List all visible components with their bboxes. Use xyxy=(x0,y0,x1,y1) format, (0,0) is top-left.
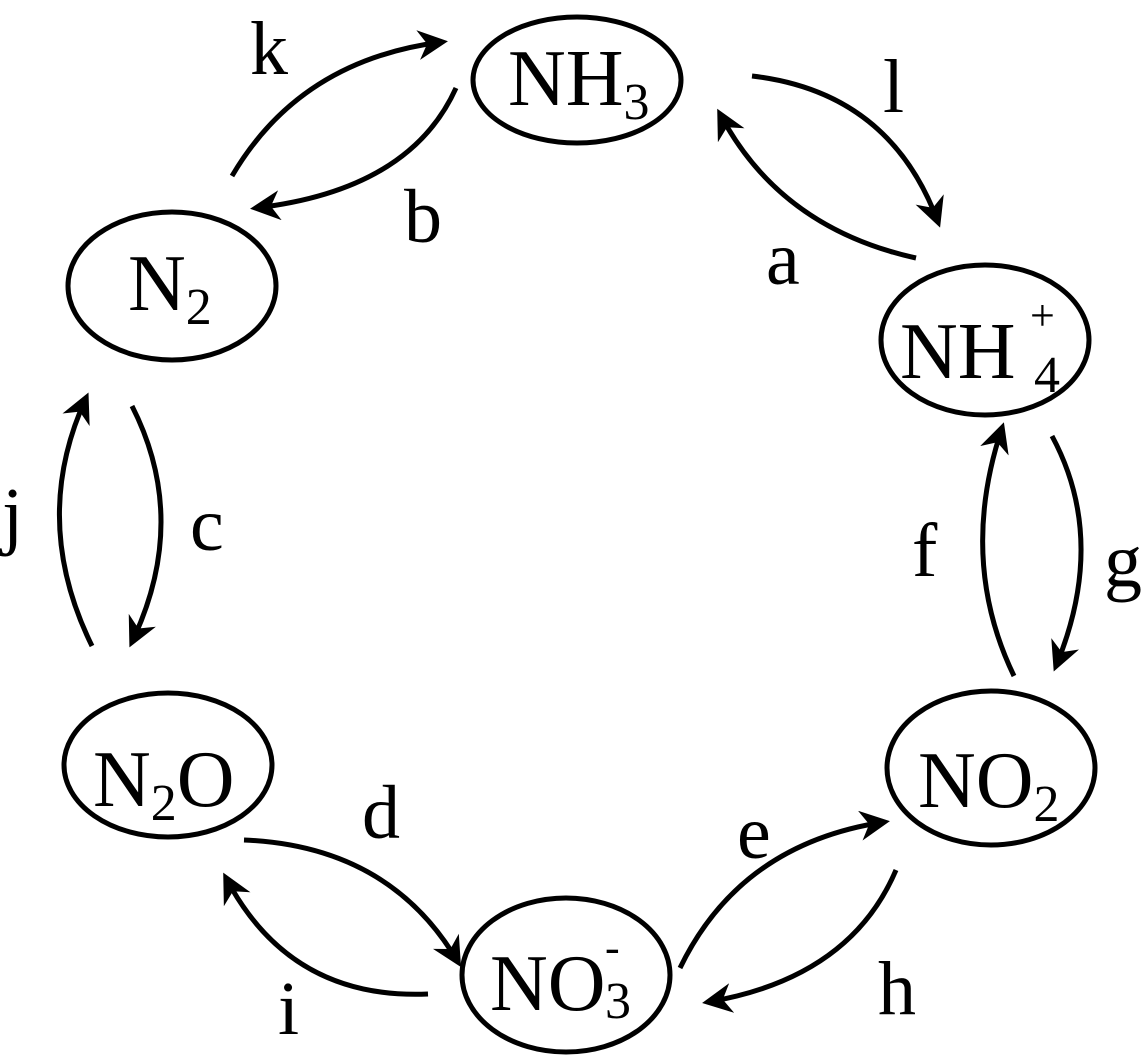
label-i: i xyxy=(278,967,299,1051)
node-n2-sub: 2 xyxy=(186,279,212,336)
svg-text:N2: N2 xyxy=(128,240,212,336)
label-f: f xyxy=(912,509,938,593)
node-no3-sub: 3 xyxy=(605,973,631,1030)
node-nh3-sub: 3 xyxy=(624,74,650,131)
node-n2o-sub: 2 xyxy=(151,775,177,832)
svg-text:NO2: NO2 xyxy=(918,737,1060,833)
arrow-i xyxy=(223,872,429,997)
node-nh4-sup: + xyxy=(1030,291,1055,340)
svg-text:NH3: NH3 xyxy=(508,35,650,131)
arrow-a xyxy=(717,108,917,261)
label-l: l xyxy=(883,45,904,129)
label-c: c xyxy=(190,483,224,567)
label-j: j xyxy=(0,473,23,557)
label-a: a xyxy=(766,217,800,301)
label-h: h xyxy=(878,947,916,1031)
node-nh3-base: NH xyxy=(508,35,624,123)
arrow-d xyxy=(243,837,462,968)
node-nh4-base: NH xyxy=(900,308,1016,396)
node-no3-base: NO xyxy=(490,940,606,1028)
node-nh4: NH + 4 xyxy=(878,262,1092,418)
node-no2-base: NO xyxy=(918,737,1034,825)
node-no2: NO2 xyxy=(884,688,1098,848)
svg-text:NH: NH xyxy=(900,308,1016,396)
node-no2-sub: 2 xyxy=(1034,776,1060,833)
label-g: g xyxy=(1104,519,1142,603)
arrow-c xyxy=(128,404,164,648)
arrow-f xyxy=(980,422,1017,678)
node-n2o-tail: O xyxy=(177,736,235,824)
arrow-e xyxy=(677,810,890,970)
arrow-l xyxy=(751,73,944,228)
node-no3: NO - 3 xyxy=(459,895,673,1055)
arrow-g xyxy=(1049,434,1084,672)
svg-text:NO: NO xyxy=(490,940,606,1028)
arrow-b xyxy=(250,86,459,221)
node-n2: N2 xyxy=(65,209,279,363)
node-n2o: N2O xyxy=(61,690,275,840)
node-n2-base: N xyxy=(128,240,186,328)
arrow-k xyxy=(229,30,448,178)
node-n2o-base: N xyxy=(93,736,151,824)
arrow-j xyxy=(56,392,95,648)
label-e: e xyxy=(737,791,771,875)
node-nh3: NH3 xyxy=(470,14,684,146)
svg-text:N2O: N2O xyxy=(93,736,235,832)
label-b: b xyxy=(404,175,442,259)
label-k: k xyxy=(250,7,288,91)
label-d: d xyxy=(362,771,400,855)
node-nh4-sub: 4 xyxy=(1034,347,1060,404)
arrow-h xyxy=(702,869,899,1013)
node-no3-sup: - xyxy=(605,923,620,972)
